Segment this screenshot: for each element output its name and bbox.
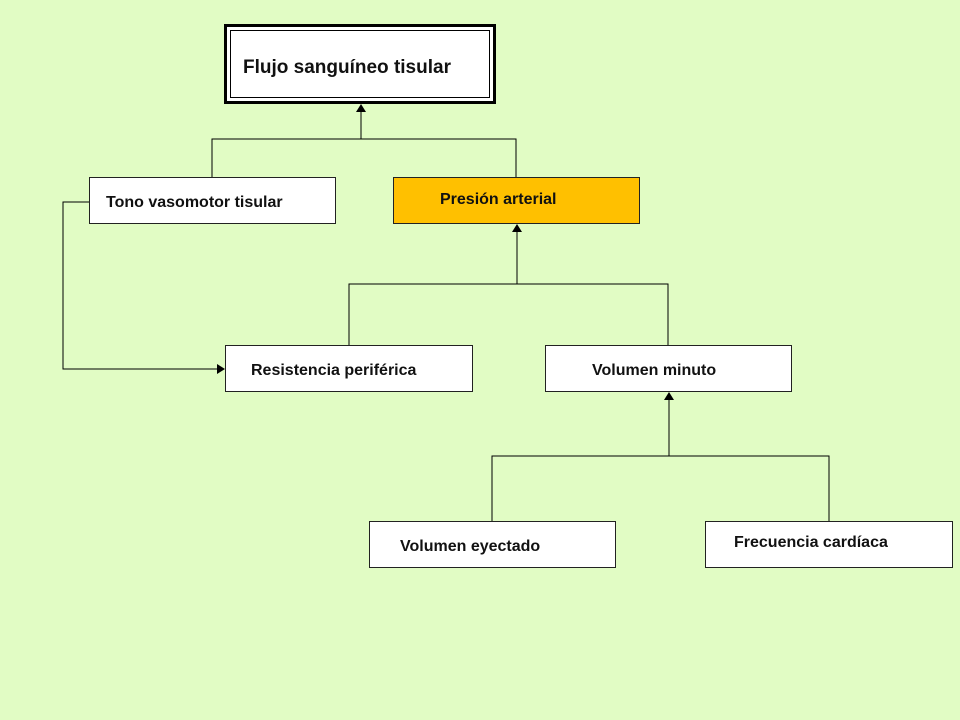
bracket-eyectado-frecuencia [491,455,830,521]
bracket-resistencia-volumen [348,283,669,345]
node-volumen-minuto-label: Volumen minuto [592,362,717,379]
node-frecuencia-label: Frecuencia cardíaca [734,534,888,551]
node-volumen-eyectado: Volumen eyectado [369,521,616,568]
node-presion-label: Presión arterial [440,191,557,208]
arrow-tono-to-resistencia [62,201,225,374]
node-flujo-inner-border [230,30,490,98]
node-frecuencia-cardiaca: Frecuencia cardíaca [705,521,953,568]
node-resistencia-periferica: Resistencia periférica [225,345,473,392]
node-flujo-label: Flujo sanguíneo tisular [243,57,451,78]
node-volumen-eyectado-label: Volumen eyectado [400,538,541,555]
node-flujo-sanguineo: Flujo sanguíneo tisular [224,24,496,104]
node-volumen-minuto: Volumen minuto [545,345,792,392]
node-tono-label: Tono vasomotor tisular [106,194,283,211]
node-presion-arterial: Presión arterial [393,177,640,224]
node-resistencia-label: Resistencia periférica [251,362,417,379]
node-tono-vasomotor: Tono vasomotor tisular [89,177,336,224]
bracket-tono-presion [211,138,517,177]
